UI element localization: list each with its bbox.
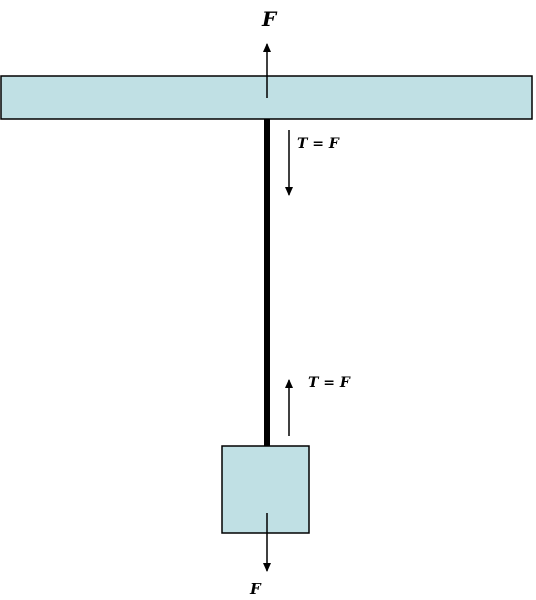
hanging-block	[221, 445, 310, 534]
top-force-label: F	[261, 7, 278, 31]
rope-tension-bottom-label: T = F	[308, 375, 351, 391]
bottom-force-label: F	[249, 580, 262, 598]
rope-tension-top-label: T = F	[297, 136, 340, 152]
